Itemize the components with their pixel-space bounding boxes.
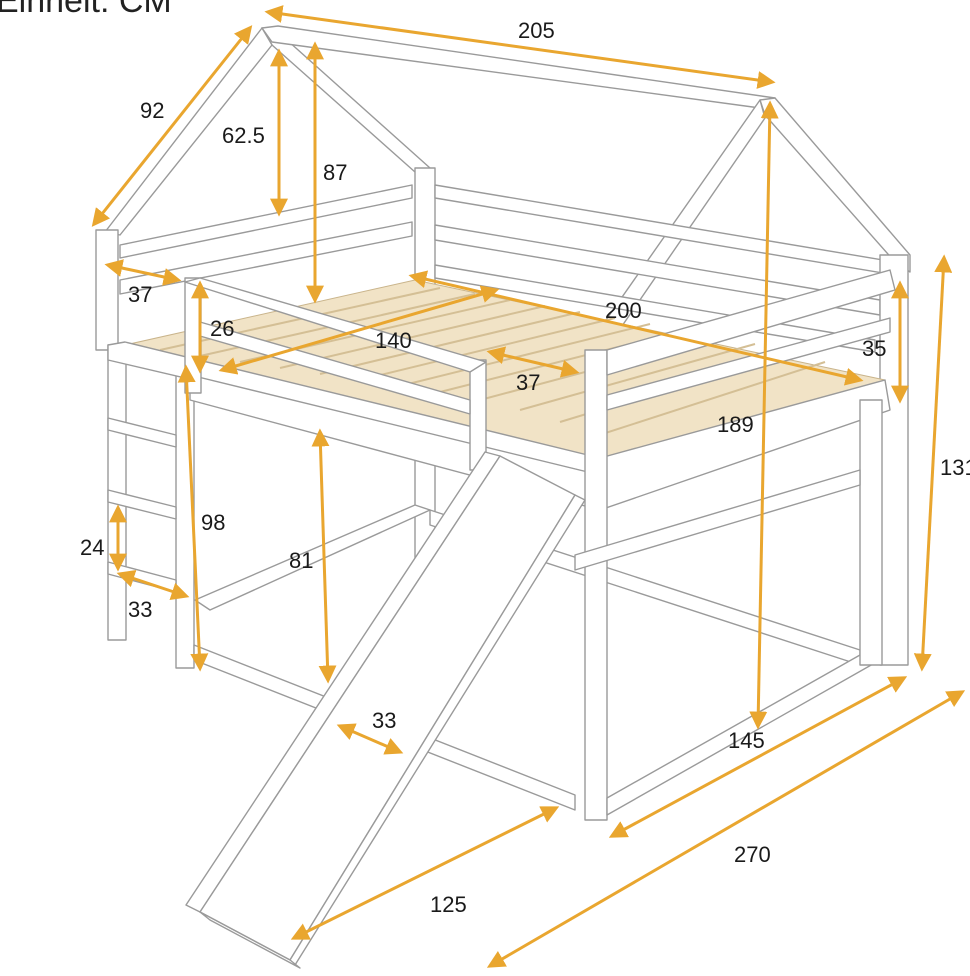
label-131: 131 (940, 455, 970, 480)
label-98: 98 (201, 510, 225, 535)
arrow-125 (290, 806, 560, 940)
ladder-post-right (175, 367, 195, 669)
arrow-92 (91, 25, 253, 227)
unit-label: Einheit: CM (0, 0, 172, 20)
label-33-ladder: 33 (128, 597, 152, 622)
label-81: 81 (289, 548, 313, 573)
back-rail-1 (119, 184, 413, 259)
label-92: 92 (140, 98, 164, 123)
post-right-front (859, 399, 883, 666)
label-87: 87 (323, 160, 347, 185)
label-24: 24 (80, 535, 104, 560)
slide-end (199, 911, 301, 969)
label-205: 205 (518, 18, 555, 43)
label-125: 125 (430, 892, 467, 917)
dimension-arrows (91, 5, 966, 968)
arrow-205 (264, 5, 776, 89)
label-35: 35 (862, 336, 886, 361)
arrow-33-ladder (116, 570, 190, 600)
arrow-131 (913, 254, 953, 672)
arrow-33-slide (336, 723, 404, 755)
label-145: 145 (728, 728, 765, 753)
post-left-top (95, 229, 119, 351)
label-37-guard: 37 (516, 370, 540, 395)
label-62-5: 62.5 (222, 123, 265, 148)
arrow-37-guard (486, 346, 580, 378)
label-26: 26 (210, 316, 234, 341)
ladder-step-1 (107, 417, 177, 448)
label-33-slide: 33 (372, 708, 396, 733)
ladder-step-2 (107, 489, 177, 520)
post-front-right (584, 349, 608, 821)
arrow-98 (177, 364, 209, 672)
label-140: 140 (375, 328, 412, 353)
arrow-145 (749, 100, 779, 730)
arrow-270 (486, 690, 966, 968)
arrow-37-left (104, 259, 182, 286)
post-right-back (879, 254, 909, 666)
label-37-left: 37 (128, 282, 152, 307)
label-189: 189 (717, 412, 754, 437)
arrow-200 (408, 270, 864, 386)
back-rail-2 (119, 221, 413, 295)
label-200: 200 (605, 298, 642, 323)
label-270: 270 (734, 842, 771, 867)
arrow-81 (311, 428, 337, 684)
